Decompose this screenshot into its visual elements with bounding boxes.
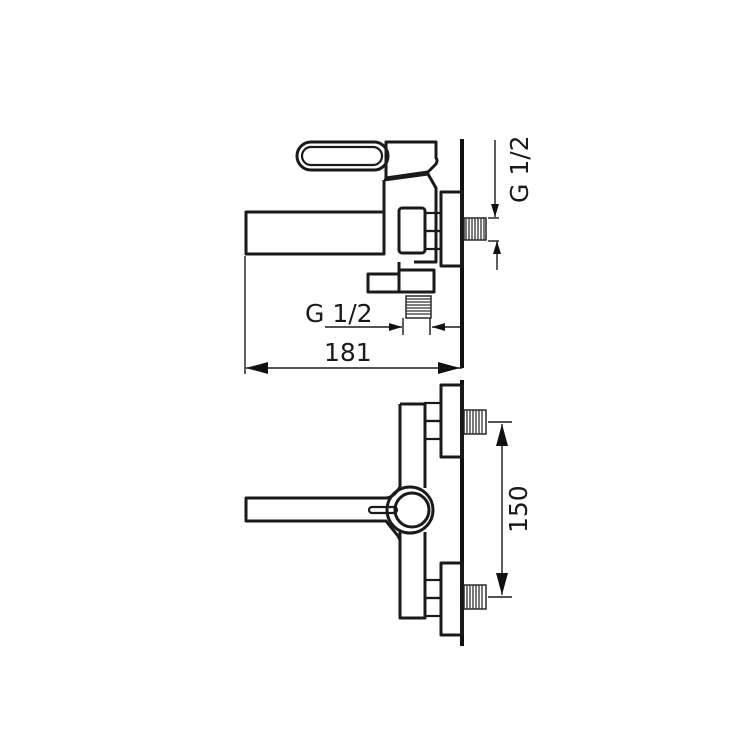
side-thread-label: G 1/2 <box>505 135 534 203</box>
lever-ring <box>385 485 435 535</box>
body-right-bottom <box>398 532 427 620</box>
wall-flange <box>439 190 464 268</box>
hex-nut-top <box>423 211 443 233</box>
hex-nut-bottom <box>423 229 443 251</box>
upper-inlet-thread <box>463 409 487 435</box>
lower-hex-nut-2 <box>423 596 443 618</box>
outlet-thread <box>405 295 432 319</box>
spout <box>244 210 386 256</box>
connector-nut <box>397 206 427 255</box>
lower-hex-nut-1 <box>423 578 443 600</box>
upper-hex-nut-1 <box>423 401 443 423</box>
top-view: 150 <box>244 380 533 646</box>
inlet-spacing-label: 150 <box>504 485 533 533</box>
diverter-knob <box>366 272 401 294</box>
overall-length-label: 181 <box>324 338 372 367</box>
dimension-overall-length: 181 <box>244 256 462 374</box>
dimension-inlet-spacing: 150 <box>488 421 533 598</box>
lever-handle-inner <box>300 145 384 167</box>
bottom-thread-label: G 1/2 <box>305 299 373 328</box>
diverter-body <box>397 268 436 294</box>
dimension-side-thread: G 1/2 <box>488 135 534 270</box>
spout-top <box>244 486 402 537</box>
body-upper <box>383 172 438 264</box>
upper-hex-nut-2 <box>423 419 443 441</box>
inlet-thread <box>463 217 487 241</box>
lower-inlet-thread <box>463 584 487 610</box>
lower-flange <box>439 561 464 637</box>
body-right-top <box>400 402 427 488</box>
side-view: G 1/2 181 G 1/2 <box>244 135 534 374</box>
upper-flange <box>439 383 464 459</box>
lever-handle-outer <box>295 140 390 172</box>
lever-handle-top <box>367 505 399 515</box>
cartridge-cap <box>384 140 439 180</box>
spout-join <box>396 535 402 541</box>
dimension-bottom-thread: G 1/2 <box>305 299 462 331</box>
lever-knob <box>393 491 431 529</box>
